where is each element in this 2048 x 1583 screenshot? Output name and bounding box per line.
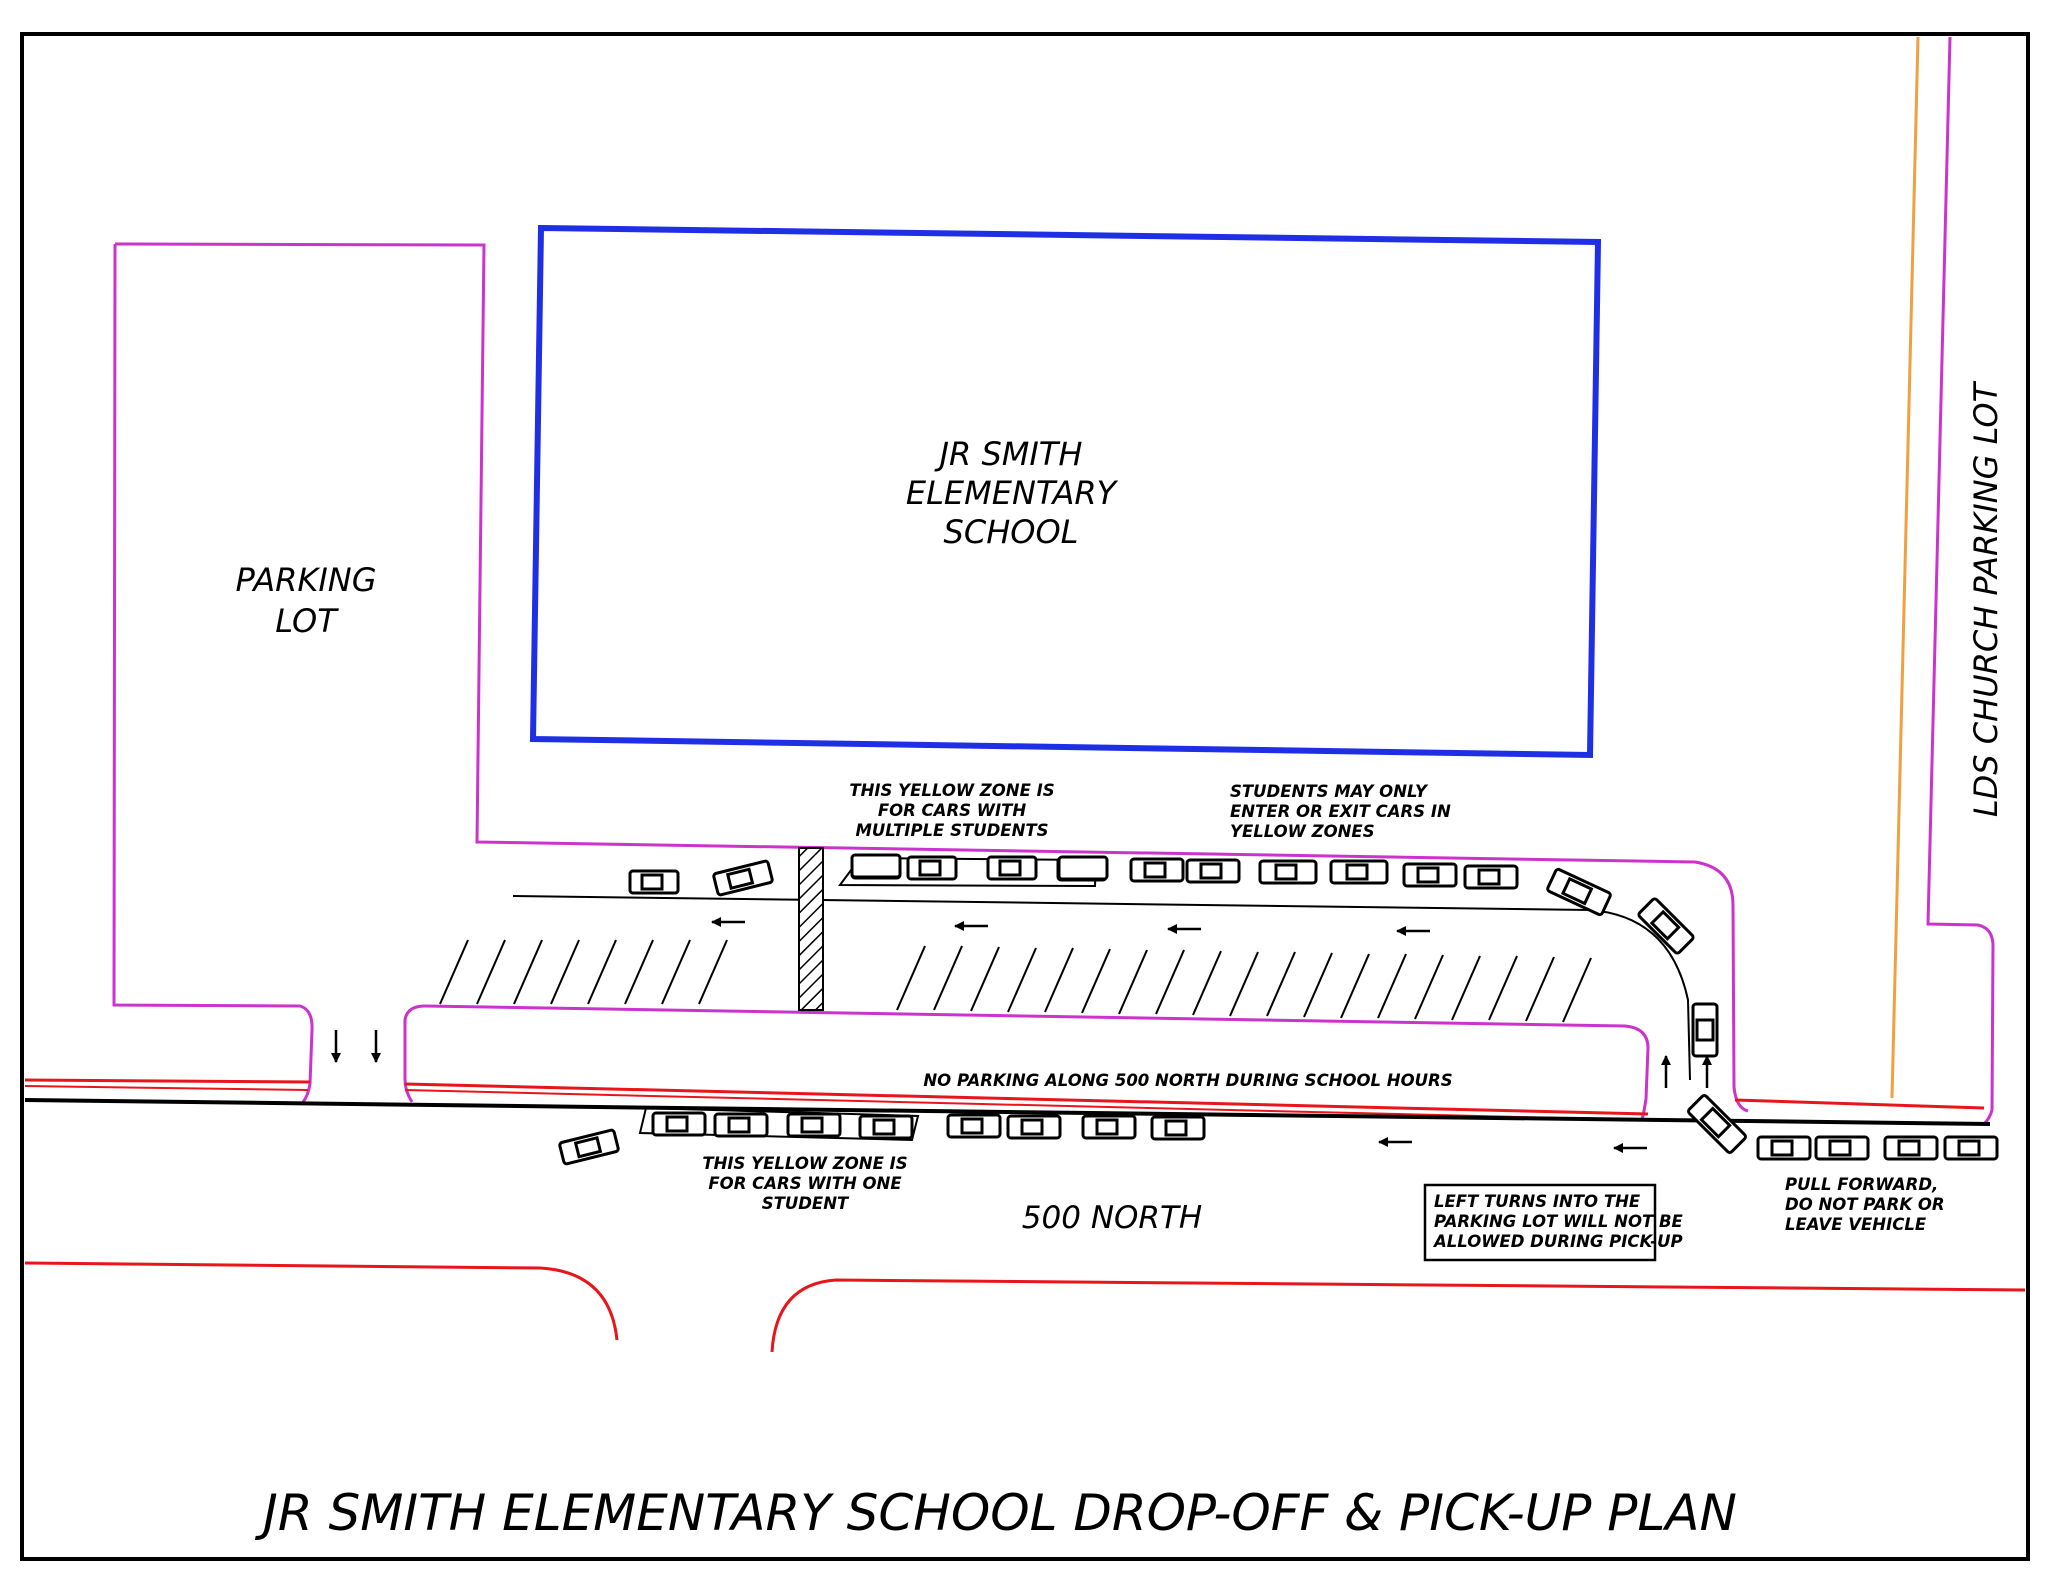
multiple-students-note-line-2: FOR CARS WITH: [878, 801, 1027, 820]
cars-multiple-students-zone: [850, 853, 1109, 881]
enter-exit-note-line-1: STUDENTS MAY ONLY: [1230, 782, 1429, 801]
car: [712, 859, 774, 897]
school-label-line-1: JR SMITH: [934, 435, 1083, 473]
school-building: [529, 224, 1602, 759]
car: [651, 1111, 707, 1137]
car: [1687, 1094, 1747, 1154]
car: [1883, 1135, 1939, 1161]
curb-north-median-2: [404, 1089, 1645, 1121]
page-frame: [20, 32, 2030, 1561]
car: [1150, 1115, 1206, 1141]
pull-forward-note-line-3: LEAVE VEHICLE: [1785, 1215, 1927, 1234]
left-turns-note-line-2: PARKING LOT WILL NOT BE: [1434, 1212, 1684, 1231]
pull-forward-note-line-1: PULL FORWARD,: [1785, 1175, 1938, 1194]
car: [1129, 857, 1185, 883]
car: [1329, 859, 1389, 885]
cars-exit-area: [628, 869, 680, 895]
left-turns-note-line-3: ALLOWED DURING PICK-UP: [1432, 1232, 1683, 1251]
parking-lot-label-line-1: PARKING: [236, 561, 377, 599]
page-title: JR SMITH ELEMENTARY SCHOOL DROP-OFF & PI…: [254, 1484, 1737, 1542]
car: [628, 869, 680, 895]
multiple-students-note-line-3: MULTIPLE STUDENTS: [855, 821, 1048, 840]
curb-north-median: [404, 1082, 1649, 1116]
one-student-zone-outline: [638, 1106, 920, 1142]
property-line-west: [114, 242, 1749, 1113]
median-island: [403, 1004, 1650, 1121]
curb-north-west: [24, 1078, 311, 1084]
car: [946, 1113, 1002, 1139]
enter-exit-note-line-3: YELLOW ZONES: [1230, 822, 1375, 841]
enter-exit-note-line-2: ENTER OR EXIT CARS IN: [1230, 802, 1451, 821]
crosswalk: [798, 847, 824, 1011]
curb-north-east: [1734, 1098, 1985, 1110]
road-edge: [24, 1098, 1991, 1126]
left-turns-note-box: [1423, 1183, 1657, 1262]
church-lot-boundary: [1926, 36, 1995, 1126]
car: [713, 1112, 769, 1138]
street-label: 500 NORTH: [1022, 1200, 1202, 1236]
car: [1185, 858, 1241, 884]
left-turns-note-line-1: LEFT TURNS INTO THE: [1434, 1192, 1641, 1211]
car: [850, 853, 902, 879]
car: [1756, 1135, 1812, 1161]
car: [1463, 864, 1519, 890]
school-label-line-3: SCHOOL: [944, 513, 1079, 551]
driveway-lane: [512, 895, 1691, 1081]
car: [1691, 1002, 1719, 1058]
car: [1057, 855, 1109, 881]
one-student-note-line-1: THIS YELLOW ZONE IS: [702, 1154, 907, 1173]
church-lot-label: LDS CHURCH PARKING LOT: [1967, 380, 2005, 817]
one-student-note-line-2: FOR CARS WITH ONE: [708, 1174, 902, 1193]
cars-500-north: [558, 1094, 1999, 1166]
curb-north-west-2: [24, 1085, 309, 1091]
no-parking-note: NO PARKING ALONG 500 NORTH DURING SCHOOL…: [923, 1071, 1452, 1090]
car: [1546, 867, 1612, 917]
pull-forward-note-line-2: DO NOT PARK OR: [1785, 1195, 1945, 1214]
multiple-students-note-line-1: THIS YELLOW ZONE IS: [849, 781, 1054, 800]
parking-stripes: [439, 939, 1592, 1023]
car: [1637, 897, 1695, 955]
car: [1081, 1114, 1137, 1140]
parking-lot-boundary: [112, 243, 314, 1103]
car: [1258, 859, 1318, 885]
traffic-arrows: [331, 917, 1712, 1153]
car: [786, 1112, 842, 1138]
car: [986, 855, 1038, 881]
curb-south-west: [24, 1261, 619, 1341]
church-property-line: [1890, 36, 1920, 1099]
parking-lot-label-line-2: LOT: [275, 602, 339, 640]
car: [1814, 1135, 1870, 1161]
car: [558, 1128, 620, 1166]
school-label-line-2: ELEMENTARY: [906, 474, 1119, 512]
car: [1006, 1114, 1062, 1140]
car: [858, 1114, 914, 1140]
car: [1943, 1135, 1999, 1161]
car: [906, 855, 958, 881]
car: [1402, 862, 1458, 888]
curb-south-east: [770, 1278, 2026, 1353]
one-student-note-line-3: STUDENT: [762, 1194, 850, 1213]
